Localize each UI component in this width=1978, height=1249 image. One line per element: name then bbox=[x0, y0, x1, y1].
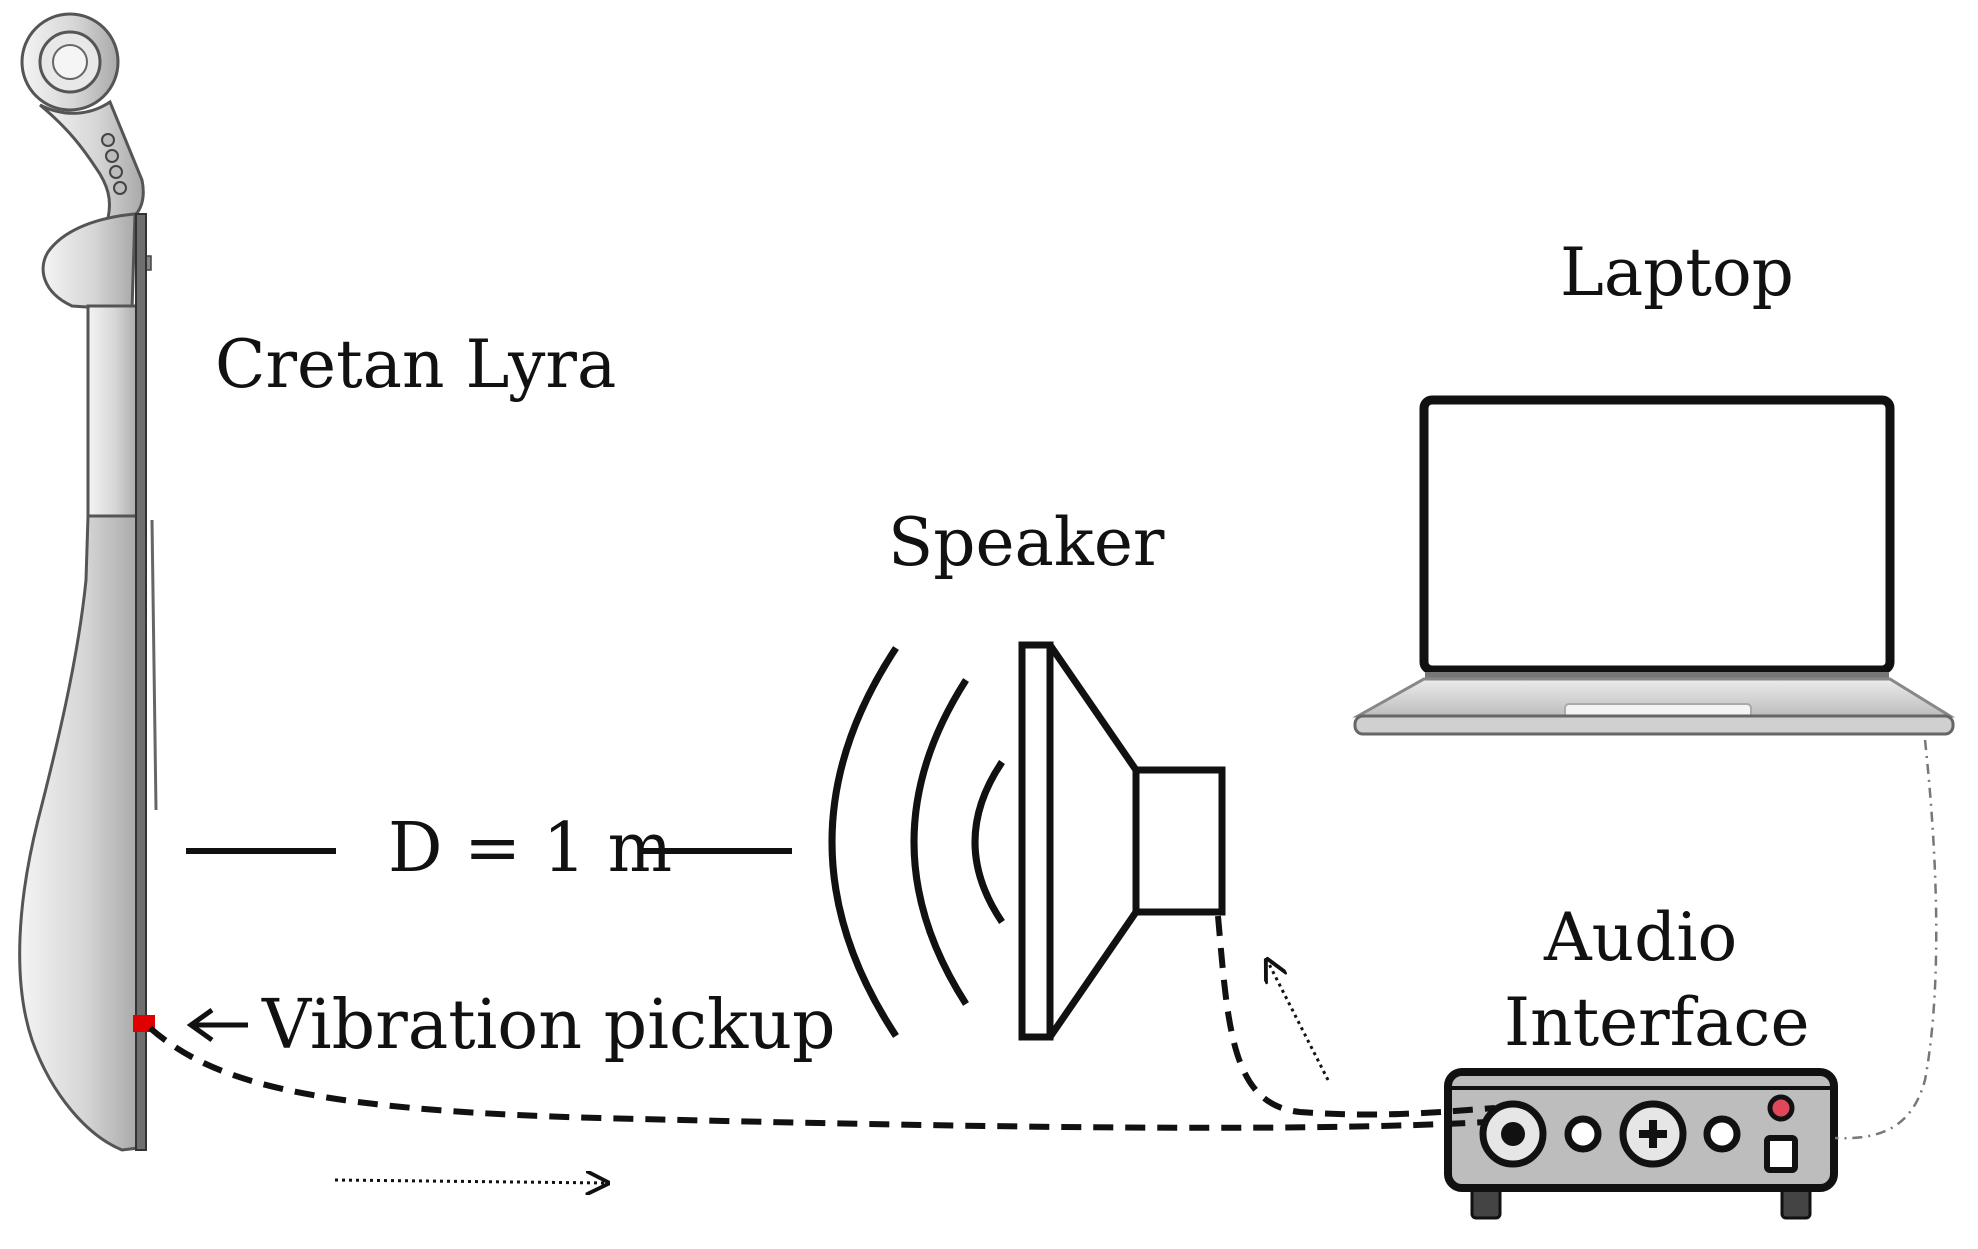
gain-knob-2 bbox=[1703, 1115, 1741, 1153]
laptop-base bbox=[1353, 714, 1955, 736]
audio-interface-label-line1: Audio bbox=[1544, 899, 1738, 976]
laptop-hinge bbox=[1425, 672, 1889, 679]
signal-arrow-pickup bbox=[334, 1180, 605, 1183]
lyra-peg bbox=[105, 149, 119, 163]
lyra-pegbox bbox=[39, 99, 145, 220]
sound-wave-middle bbox=[910, 678, 969, 1006]
lyra-peg bbox=[101, 133, 115, 147]
speaker-cone bbox=[1022, 641, 1140, 1041]
gain-knob-1 bbox=[1564, 1115, 1602, 1153]
sound-wave-outer bbox=[828, 646, 899, 1038]
speaker-magnet-box bbox=[1132, 766, 1226, 916]
vibration-pickup-label: Vibration pickup bbox=[262, 986, 836, 1065]
cretan-lyra-illustration bbox=[18, 12, 158, 1152]
lyra-string bbox=[150, 519, 158, 811]
lyra-neck bbox=[86, 304, 140, 518]
laptop-label: Laptop bbox=[1560, 234, 1794, 311]
lyra-peg bbox=[109, 165, 123, 179]
lyra-heel bbox=[41, 212, 137, 312]
laptop-illustration bbox=[1352, 395, 1956, 736]
pickup-arrow bbox=[186, 1007, 248, 1043]
signal-arrows bbox=[334, 962, 1330, 1183]
lyra-scroll-center bbox=[52, 44, 88, 80]
speaker-front-plate bbox=[1018, 641, 1054, 1041]
audio-interface-label-line2: Interface bbox=[1504, 984, 1810, 1061]
headphone-jack bbox=[1764, 1135, 1798, 1173]
interface-to-speaker-cable bbox=[1215, 915, 1496, 1118]
lyra-fingerboard bbox=[135, 213, 147, 1151]
cretan-lyra-label: Cretan Lyra bbox=[215, 326, 617, 403]
status-led bbox=[1767, 1094, 1795, 1122]
speaker-illustration bbox=[828, 641, 1226, 1041]
distance-label: D = 1 m bbox=[388, 809, 673, 888]
combo-input-2-core bbox=[1639, 1120, 1667, 1148]
lyra-peg bbox=[113, 181, 127, 195]
pickup-arrow-head bbox=[186, 1007, 214, 1043]
combo-input-1-core bbox=[1501, 1122, 1525, 1146]
signal-arrow-speaker bbox=[1268, 962, 1330, 1081]
laptop-to-interface-cable bbox=[1834, 739, 1938, 1140]
laptop-screen bbox=[1419, 395, 1895, 675]
audio-interface-illustration bbox=[1444, 1068, 1838, 1220]
sound-wave-inner bbox=[971, 760, 1005, 924]
pickup-to-interface-cable bbox=[148, 1025, 1489, 1131]
vibration-pickup-marker bbox=[133, 1015, 155, 1032]
lyra-body bbox=[18, 514, 140, 1152]
speaker-label: Speaker bbox=[888, 504, 1165, 581]
cables bbox=[148, 739, 1938, 1140]
